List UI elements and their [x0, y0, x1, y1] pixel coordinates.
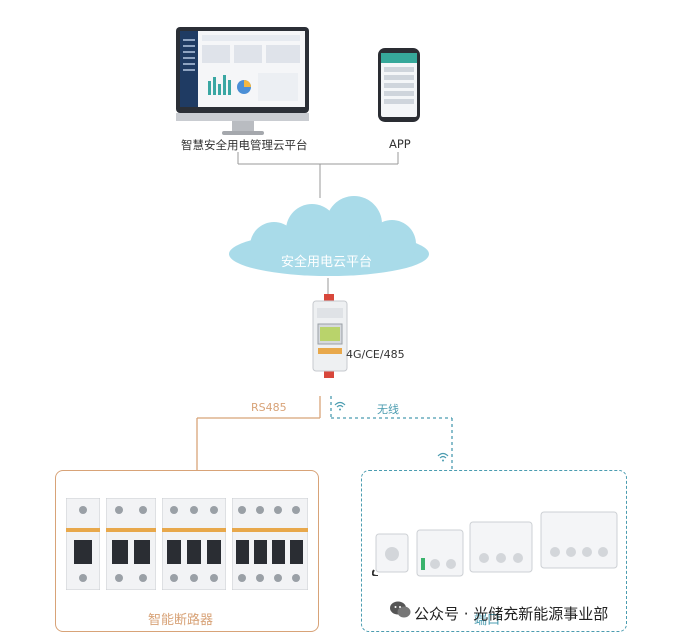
watermark-text: 公众号 · 光储充新能源事业部: [414, 605, 609, 623]
gateway-label: 4G/CE/485: [346, 348, 405, 361]
gateway-device: [311, 294, 349, 378]
app-label: APP: [389, 137, 411, 151]
breaker-4p: [232, 498, 308, 590]
terminal-group-box: [361, 470, 627, 632]
terminal-module-4: [539, 510, 619, 572]
wechat-icon: [389, 600, 411, 620]
wifi-icon: [437, 452, 449, 462]
cloud-label: 安全用电云平台: [281, 255, 373, 270]
terminal-module-3: [468, 520, 534, 576]
platform-label: 智慧安全用电管理云平台: [181, 138, 308, 152]
monitor-device: [174, 27, 311, 137]
cloud-shape: [222, 196, 436, 282]
breaker-2p: [106, 498, 156, 590]
breaker-group-box: [55, 470, 319, 632]
wireless-label: 无线: [377, 403, 399, 416]
breaker-3p: [162, 498, 226, 590]
rs485-label: RS485: [251, 401, 287, 414]
terminal-group-title: 端口: [474, 613, 501, 628]
wifi-icon: [334, 401, 346, 411]
breaker-1p: [66, 498, 100, 590]
phone-device: [377, 47, 421, 123]
breaker-group-title: 智能断路器: [148, 613, 214, 628]
terminal-module-2: [415, 528, 465, 580]
terminal-module-1: [372, 530, 412, 576]
